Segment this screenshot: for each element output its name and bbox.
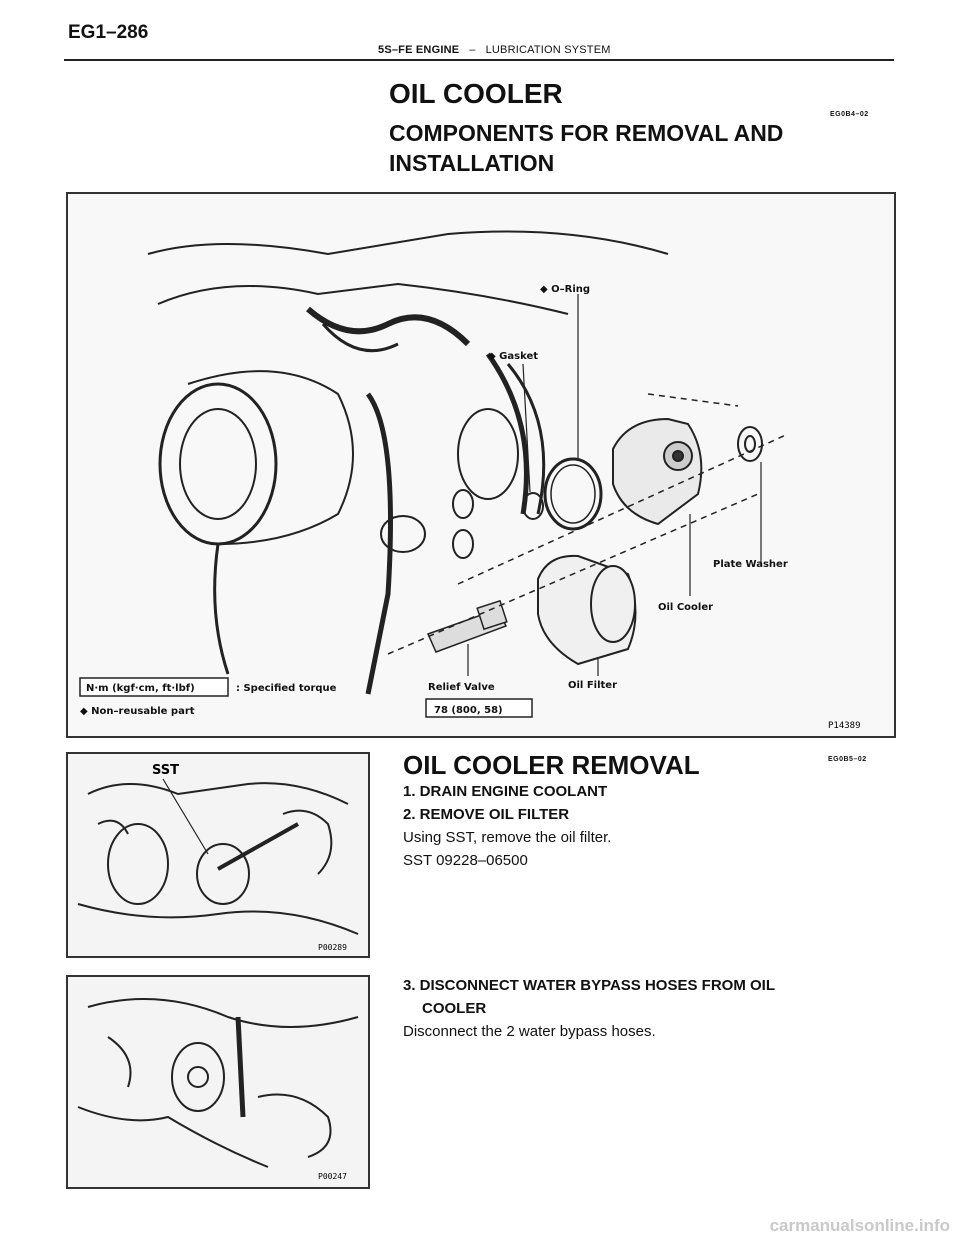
o-ring-part bbox=[543, 457, 603, 531]
label-o-ring: ◆ O–Ring bbox=[540, 284, 590, 295]
header-rule bbox=[64, 59, 894, 61]
torque-value: 78 (800, 58) bbox=[434, 705, 503, 716]
torque-box bbox=[425, 698, 533, 718]
figure-id-p00289: P00289 bbox=[318, 943, 347, 952]
legend-torque-desc: : Specified torque bbox=[236, 683, 337, 694]
removal-title-code: EG0B5–02 bbox=[828, 756, 867, 763]
header-separator: – bbox=[469, 44, 476, 56]
step-2-sst-number: SST 09228–06500 bbox=[403, 852, 528, 869]
legend-torque-unit: N·m (kgf·cm, ft·lbf) bbox=[86, 683, 195, 694]
removal-title: OIL COOLER REMOVAL bbox=[403, 750, 700, 780]
step-3-instruction: Disconnect the 2 water bypass hoses. bbox=[403, 1023, 656, 1040]
components-diagram: ◆ O–Ring ◆ Gasket Plate Washer Oil Coole… bbox=[66, 192, 896, 738]
page-number: EG1–286 bbox=[68, 22, 149, 43]
relief-valve-part bbox=[426, 599, 508, 653]
step-2-instruction: Using SST, remove the oil filter. bbox=[403, 829, 612, 846]
label-oil-filter: Oil Filter bbox=[568, 680, 617, 691]
oil-filter-part bbox=[537, 554, 637, 666]
step-1-drain-coolant: 1. DRAIN ENGINE COOLANT bbox=[403, 783, 608, 800]
section-label: LUBRICATION SYSTEM bbox=[485, 44, 611, 56]
diagram-figure-id: P14389 bbox=[828, 721, 861, 731]
oil-cooler-part bbox=[612, 417, 703, 526]
label-relief-valve: Relief Valve bbox=[428, 682, 495, 693]
remove-oil-filter-figure: SST P00289 bbox=[66, 752, 370, 958]
step-3-line-1: 3. DISCONNECT WATER BYPASS HOSES FROM OI… bbox=[403, 977, 775, 994]
legend-torque-box bbox=[79, 677, 229, 697]
sst-label: SST bbox=[152, 763, 179, 778]
step-3-line-2: COOLER bbox=[422, 1000, 487, 1017]
figure-id-p00247: P00247 bbox=[318, 1172, 347, 1181]
engine-illustration bbox=[147, 230, 669, 695]
page-subtitle: COMPONENTS FOR REMOVAL AND INSTALLATION bbox=[389, 120, 784, 176]
legend-non-reusable: ◆ Non–reusable part bbox=[80, 706, 195, 717]
gasket-part bbox=[522, 492, 544, 520]
running-header: 5S–FE ENGINE–LUBRICATION SYSTEM bbox=[378, 44, 611, 56]
label-gasket: ◆ Gasket bbox=[488, 351, 538, 362]
watermark: carmanualsonline.info bbox=[769, 1216, 950, 1235]
title-code: EG0B4–02 bbox=[830, 111, 869, 118]
step-2-remove-filter: 2. REMOVE OIL FILTER bbox=[403, 806, 570, 823]
label-plate-washer: Plate Washer bbox=[713, 559, 788, 570]
page-title: OIL COOLER bbox=[389, 78, 563, 109]
label-oil-cooler: Oil Cooler bbox=[658, 602, 713, 613]
disconnect-hoses-figure: P00247 bbox=[66, 975, 370, 1189]
engine-label: 5S–FE ENGINE bbox=[378, 44, 460, 56]
